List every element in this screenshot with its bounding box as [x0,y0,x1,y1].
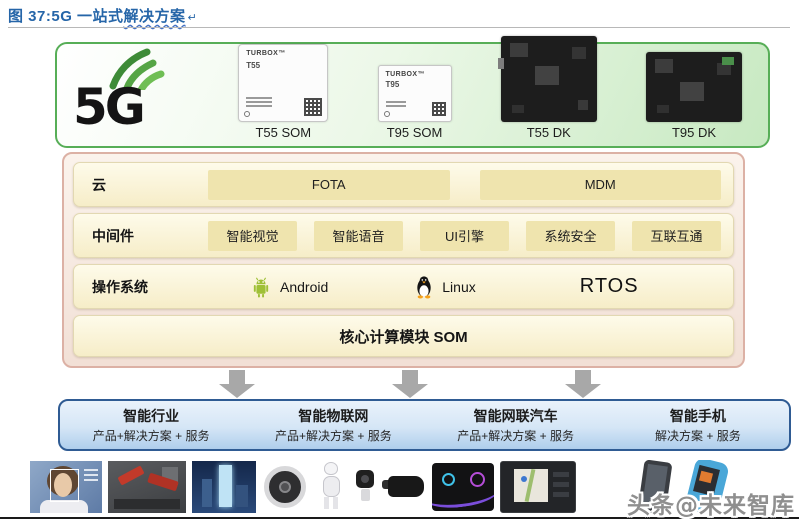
os-linux-label: Linux [442,278,476,295]
pin1-dot-icon [383,111,390,117]
stack-row-som-core: 核心计算模块 SOM [73,315,734,357]
5g-logo-text: 5G [73,78,146,136]
market-connected-car: 智能网联汽车 产品+解决方案 + 服务 [425,406,607,444]
market-title: 智能手机 [669,408,726,424]
market-subtitle: 产品+解决方案 + 服务 [457,429,574,443]
middleware-items: 智能视觉 智能语音 UI引擎 系统安全 互联互通 [208,220,721,251]
industrial-robot-photo [108,461,186,513]
ip-camera-photo [354,469,376,505]
market-subtitle: 产品+解决方案 + 服务 [92,429,210,443]
module-fineprint [246,95,273,109]
chip-ui-engine: UI引擎 [420,220,509,251]
market-smartphone: 智能手机 解决方案 + 服务 [607,406,789,444]
cloud-items: FOTA MDM [208,169,721,200]
t95-dk-board-image [646,52,742,122]
chip-system-security: 系统安全 [526,220,615,251]
os-rtos: RTOS [580,275,639,298]
chip-smart-voice: 智能语音 [314,220,403,251]
os-rtos-label: RTOS [579,275,639,297]
market-title: 智能行业 [123,408,180,424]
module-brand-label: TURBOX™ [385,71,425,78]
market-smart-industry: 智能行业 产品+解决方案 + 服务 [60,406,242,444]
platform-stack-box: 云 FOTA MDM 中间件 智能视觉 智能语音 UI引擎 系统安全 互联互通 … [62,152,745,368]
pin1-dot-icon [244,111,251,117]
chip-mdm: MDM [479,169,721,200]
robot-vacuum-photo [262,464,308,510]
module-fineprint [385,99,406,109]
android-icon [253,277,269,298]
market-smart-iot: 智能物联网 产品+解决方案 + 服务 [242,406,424,444]
stack-row-cloud: 云 FOTA MDM [73,162,734,207]
market-title: 智能物联网 [298,408,369,424]
module-chip-label: T95 [385,80,400,89]
module-t95-som: TURBOX™ T95 T95 SOM [377,65,452,140]
stack-row-middleware: 中间件 智能视觉 智能语音 UI引擎 系统安全 互联互通 [73,213,734,258]
market-band: 智能行业 产品+解决方案 + 服务 智能物联网 产品+解决方案 + 服务 智能网… [58,399,791,451]
row-label-cloud: 云 [92,176,106,193]
paragraph-return-mark: ↵ [187,12,198,24]
5g-logo: 5G [71,46,189,138]
stack-row-os: 操作系统 [73,264,734,309]
module-chip-label: T55 [246,61,261,70]
linux-icon [417,276,431,299]
humanoid-robot-photo [314,461,348,513]
module-caption: T55 DK [526,125,571,140]
som-core-label: 核心计算模块 SOM [339,328,468,346]
module-t95-dk: T95 DK [646,52,742,140]
face-recognition-photo [30,461,102,513]
module-caption: T55 SOM [255,125,312,140]
module-caption: T95 DK [671,125,717,140]
os-linux: Linux [414,274,476,299]
row-label-middleware: 中间件 [92,227,134,244]
t55-dk-board-image [497,36,597,122]
market-subtitle: 解决方案 + 服务 [655,429,741,443]
module-brand-label: TURBOX™ [246,50,286,57]
title-divider [8,27,790,28]
chip-interconnect: 互联互通 [632,220,721,251]
figure-title-spellchecked-text: 解决方案 [123,8,186,25]
qr-code-icon [431,102,446,116]
down-arrow [565,370,601,398]
market-subtitle: 产品+解决方案 + 服务 [275,429,392,443]
car-dashboard-photo [432,463,494,511]
t95-som-image: TURBOX™ T95 [377,65,452,122]
hardware-band: 5G TURBOX™ T55 T55 SOM TURBOX™ T95 T95 S… [55,36,770,148]
row-label-os: 操作系统 [92,278,148,295]
bottom-border [0,517,799,519]
t55-som-image: TURBOX™ T55 [238,44,329,122]
chip-smart-vision: 智能视觉 [208,220,297,251]
vr-headset-photo [382,472,426,502]
figure-title: 图 37:5G 一站式解决方案↵ [8,5,197,26]
chip-fota: FOTA [208,169,450,200]
application-gallery [30,458,736,516]
os-android: Android [250,275,328,299]
smart-city-photo [192,461,256,513]
down-arrow [219,370,255,398]
figure-title-text: 图 37:5G 一站式 [8,8,124,25]
car-navigation-photo [500,461,576,513]
qr-code-icon [304,98,323,116]
module-t55-dk: T55 DK [497,36,597,140]
module-t55-som: TURBOX™ T55 T55 SOM [238,44,329,140]
market-title: 智能网联汽车 [473,408,558,424]
down-arrow [392,370,428,398]
os-android-label: Android [280,278,329,295]
watermark: 头条@未来智库 [627,493,795,519]
5g-signal-arcs-icon [109,48,165,90]
module-caption: T95 SOM [386,125,443,140]
os-items: Android Linux RTOS [208,274,721,299]
